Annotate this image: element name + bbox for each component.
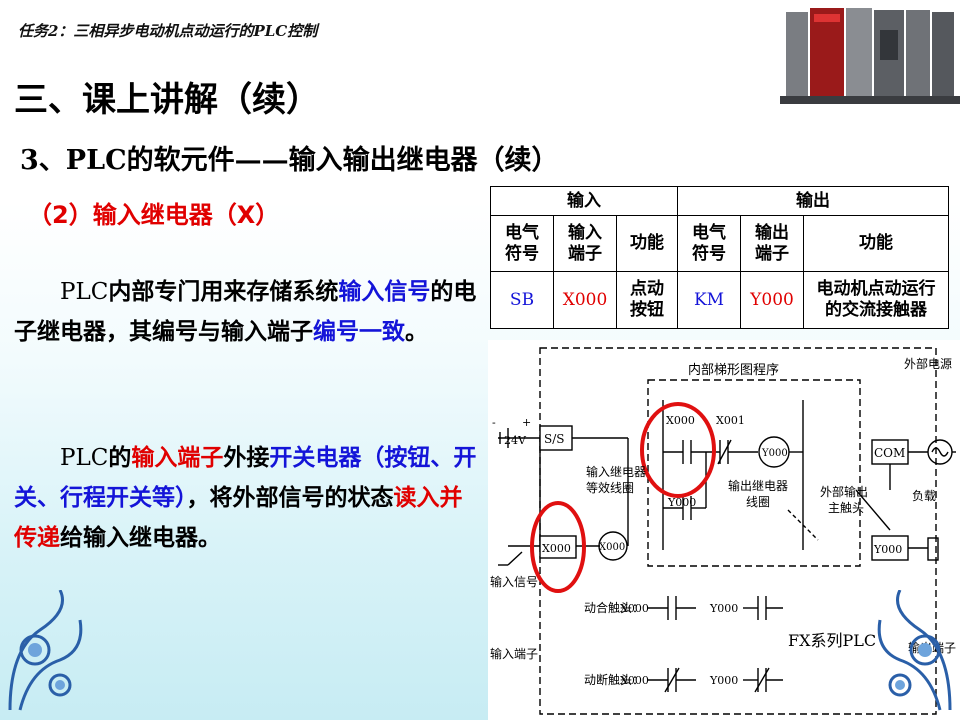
para1-text: 内部专门用来存储系统 [108,279,339,305]
para1-text: 的电子继电器，其编号与输入端子 [14,279,477,345]
col-input-terminal: 输入端子 [553,215,617,272]
para2-emphasis: 输入端子 [131,445,224,471]
corner-ornament-left [8,590,83,711]
cell-input-terminal: X000 [553,271,617,329]
para1-emphasis: 编号一致 [313,319,405,345]
label-no-contact: 动合触头： [584,600,644,615]
para1-text: 。 [405,319,428,345]
label-input-coil: 输入继电器 [586,464,646,479]
label-input-terminal: 输入端子 [490,646,538,661]
label-ext-output: 外部输出 [820,484,868,499]
label-x000-coil: X000 [599,542,625,553]
label-no-x000: X000 [620,602,649,615]
label-ext-output: 主触头 [828,501,864,515]
cell-output-terminal: Y000 [740,271,804,329]
label-com: COM [874,446,905,460]
paragraph-input-relay-definition: PLC内部专门用来存储系统输入信号的电子继电器，其编号与输入端子编号一致。 [14,272,484,352]
para1-emphasis: 输入信号 [338,279,431,305]
label-y000-coil: Y000 [761,448,788,459]
plc-hardware-image [780,0,960,110]
label-24v: 24V [504,434,527,447]
label-input-coil: 等效线圈 [586,480,634,495]
label-minus: - [492,416,496,429]
label-ss: S/S [544,432,564,446]
label-no-y000: Y000 [709,602,738,615]
label-nc-y000: Y000 [709,674,738,687]
label-external-power: 外部电源 [904,356,952,371]
para2-text: 外接 [223,445,270,471]
cell-input-function: 点动按钮 [616,271,678,329]
para2-emphasis: 读入并传递 [14,485,463,551]
label-output-coil: 线圈 [746,495,770,509]
label-y000-terminal: Y000 [873,543,902,556]
cell-input-symbol: SB [490,271,554,329]
slide-title: 三、课上讲解（续） [14,80,320,120]
io-assignment-table: 输入 输出 电气符号 输入端子 功能 电气符号 输出端子 功能 SB X000 … [490,186,949,329]
plc-boundary [539,347,937,715]
para2-text: 给输入继电器。 [60,525,221,551]
col-function: 功能 [803,215,949,272]
label-output-coil: 输出继电器 [728,478,788,493]
task-header: 任务2：三相异步电动机点动运行的PLC控制 [18,22,318,40]
label-input-signal: 输入信号 [490,574,538,589]
table-header-output: 输出 [677,186,949,216]
section-heading: （2）输入继电器（X） [28,201,280,229]
label-internal-ladder: 内部梯形图程序 [688,362,779,378]
label-y000-branch: Y000 [667,496,696,509]
highlight-circle [530,501,586,593]
col-symbol: 电气符号 [490,215,554,272]
label-fx-plc: FX系列PLC [788,631,876,650]
col-output-terminal: 输出端子 [740,215,804,272]
plc-wiring-diagram: 内部梯形图程序 外部电源 - + 24V S/S COM X000 X000 X… [488,340,960,720]
corner-ornament-right [877,590,952,711]
col-function: 功能 [616,215,678,272]
label-x000-terminal: X000 [542,542,571,555]
para2-text: PLC [60,445,109,471]
label-nc-x000: X000 [620,674,649,687]
col-symbol: 电气符号 [677,215,741,272]
label-load: 负载 [912,489,936,503]
label-plus: + [522,416,531,429]
para1-text: PLC [60,279,109,305]
slide-subtitle: 3、PLC的软元件——输入输出继电器（续） [20,145,559,176]
table-header-input: 输入 [490,186,678,216]
ladder-boundary [647,379,861,567]
cell-output-function: 电动机点动运行的交流接触器 [803,271,949,329]
label-x001-contact: X001 [716,414,745,427]
label-nc-contact: 动断触头： [584,672,644,687]
highlight-circle [640,402,716,498]
cell-output-symbol: KM [677,271,741,329]
label-x000-contact: X000 [666,414,695,427]
para2-text: ，将外部信号的状态 [186,485,394,511]
para2-emphasis: 开关电器（按钮、开关、行程开关等） [14,445,477,511]
paragraph-input-terminal: PLC的输入端子外接开关电器（按钮、开关、行程开关等），将外部信号的状态读入并传… [14,438,484,558]
para2-text: 的 [108,445,132,471]
